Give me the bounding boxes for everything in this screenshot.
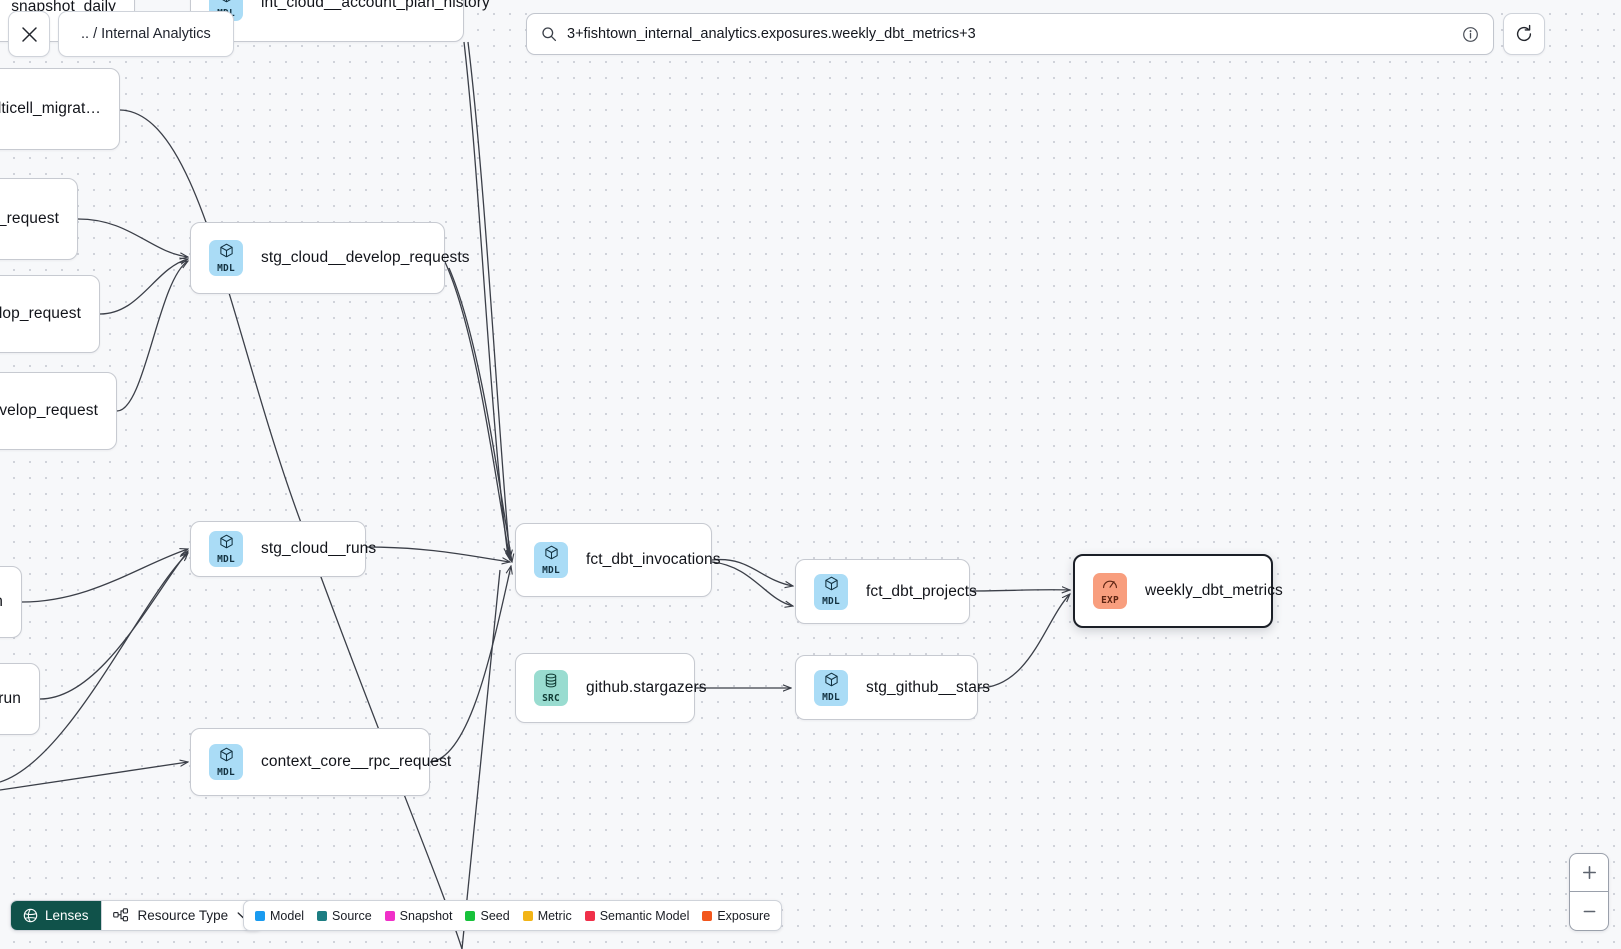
graph-node-fct_dbt_projects[interactable]: MDL fct_dbt_projects bbox=[795, 559, 977, 624]
cube-icon: MDL bbox=[534, 542, 568, 578]
database-icon: SRC bbox=[534, 670, 568, 706]
close-button[interactable] bbox=[8, 11, 50, 57]
graph-node-fct_dbt_invocations[interactable]: MDL fct_dbt_invocations bbox=[515, 523, 721, 597]
info-icon[interactable] bbox=[1462, 26, 1479, 43]
legend-swatch bbox=[522, 910, 533, 921]
legend-label: Semantic Model bbox=[599, 908, 690, 923]
refresh-button[interactable] bbox=[1503, 13, 1545, 55]
graph-node-label: github.stargazers bbox=[586, 679, 707, 696]
lens-toolbar: Lenses Resource Type bbox=[10, 900, 263, 931]
cube-icon: MDL bbox=[209, 744, 243, 780]
cube-icon: MDL bbox=[814, 573, 848, 610]
minus-icon bbox=[1583, 910, 1595, 912]
graph-node-multicell_migrat[interactable]: multicell_migrat… bbox=[0, 68, 120, 150]
legend-item-model[interactable]: Model bbox=[255, 909, 304, 923]
graph-node-label: fct_dbt_projects bbox=[866, 582, 978, 600]
graph-node-label: op_request bbox=[0, 210, 59, 227]
legend-label: Exposure bbox=[717, 908, 771, 923]
legend-item-seed[interactable]: Seed bbox=[465, 908, 510, 923]
legend-item-exposure[interactable]: Exposure bbox=[702, 909, 770, 923]
legend-label: Snapshot bbox=[399, 908, 453, 923]
graph-node-stg_cloud__runs[interactable]: MDL stg_cloud__runs bbox=[190, 521, 376, 577]
legend-swatch bbox=[584, 910, 595, 921]
close-icon bbox=[21, 26, 37, 42]
legend-item-snapshot[interactable]: Snapshot bbox=[384, 908, 453, 923]
graph-node-label: _run bbox=[0, 690, 21, 707]
lens-aperture-icon bbox=[23, 908, 38, 923]
lenses-button[interactable]: Lenses bbox=[11, 901, 101, 930]
speedometer-icon: EXP bbox=[1093, 573, 1127, 609]
graph-node-int_cloud__account_plan_history[interactable]: MDLint_cloud__account_plan_history bbox=[190, 0, 490, 42]
cube-icon: MDL bbox=[209, 531, 243, 567]
graph-node-label: stg_cloud__develop_requests bbox=[261, 249, 470, 266]
graph-node-left_run[interactable]: _run bbox=[0, 663, 40, 735]
graph-node-label: n bbox=[0, 593, 3, 611]
graph-node-label: multicell_migrat… bbox=[0, 100, 101, 117]
graph-node-context_core__rpc_request[interactable]: MDL context_core__rpc_request bbox=[190, 728, 451, 796]
graph-node-label: context_core__rpc_request bbox=[261, 753, 452, 770]
search-bar[interactable]: 3+fishtown_internal_analytics.exposures.… bbox=[526, 13, 1494, 55]
legend-swatch bbox=[702, 910, 713, 921]
search-input-value[interactable]: 3+fishtown_internal_analytics.exposures.… bbox=[567, 26, 976, 42]
legend-swatch bbox=[255, 910, 265, 921]
graph-node-label: fct_dbt_invocations bbox=[586, 551, 721, 568]
graph-node-label: weekly_dbt_metrics bbox=[1145, 582, 1283, 599]
resource-type-dropdown[interactable]: Resource Type bbox=[100, 901, 262, 930]
legend-label: Seed bbox=[480, 908, 510, 923]
legend-label: Model bbox=[270, 908, 305, 923]
graph-node-github.stargazers[interactable]: SRC github.stargazers bbox=[515, 653, 707, 723]
legend-swatch bbox=[465, 910, 476, 921]
zoom-in-button[interactable] bbox=[1570, 854, 1608, 892]
resource-type-legend: Model Source Snapshot Seed Metric Semantic Mo… bbox=[243, 900, 783, 931]
legend-swatch bbox=[384, 910, 395, 921]
graph-node-label: _develop_request bbox=[0, 402, 98, 419]
plus-icon bbox=[1582, 866, 1596, 879]
resource-type-label: Resource Type bbox=[137, 908, 229, 923]
zoom-out-button[interactable] bbox=[1570, 892, 1608, 930]
zoom-controls bbox=[1569, 853, 1609, 931]
legend-item-source[interactable]: Source bbox=[317, 909, 372, 923]
graph-node-label: int_cloud__account_plan_history bbox=[261, 0, 490, 11]
graph-node-left_n[interactable]: n bbox=[0, 566, 22, 638]
breadcrumb-label: .. / Internal Analytics bbox=[81, 26, 211, 42]
lenses-label: Lenses bbox=[45, 908, 89, 923]
legend-item-semantic-model[interactable]: Semantic Model bbox=[584, 908, 690, 923]
graph-node-label: stg_cloud__runs bbox=[261, 540, 377, 557]
legend-item-metric[interactable]: Metric bbox=[522, 908, 572, 923]
cube-icon: MDL bbox=[209, 240, 243, 276]
graph-node-stg_cloud__develop_requests[interactable]: MDL stg_cloud__develop_requests bbox=[190, 222, 470, 294]
legend-label: Metric bbox=[537, 908, 572, 923]
search-icon bbox=[542, 27, 557, 42]
graph-node-label: velop_request bbox=[0, 305, 81, 322]
graph-node-label: stg_github__stars bbox=[866, 678, 991, 696]
graph-node-stg_github__stars[interactable]: MDL stg_github__stars bbox=[795, 655, 990, 720]
cube-icon: MDL bbox=[814, 669, 848, 706]
node-graph-icon bbox=[112, 908, 128, 922]
graph-node-velop_request[interactable]: velop_request bbox=[0, 275, 100, 353]
graph-node-weekly_dbt_metrics[interactable]: EXP weekly_dbt_metrics bbox=[1073, 554, 1283, 628]
legend-swatch bbox=[317, 910, 328, 921]
graph-node-develop_request[interactable]: _develop_request bbox=[0, 372, 117, 450]
legend-label: Source bbox=[332, 908, 372, 923]
refresh-icon bbox=[1516, 24, 1532, 42]
breadcrumb[interactable]: .. / Internal Analytics bbox=[58, 11, 234, 57]
graph-node-op_request[interactable]: op_request bbox=[0, 178, 78, 260]
